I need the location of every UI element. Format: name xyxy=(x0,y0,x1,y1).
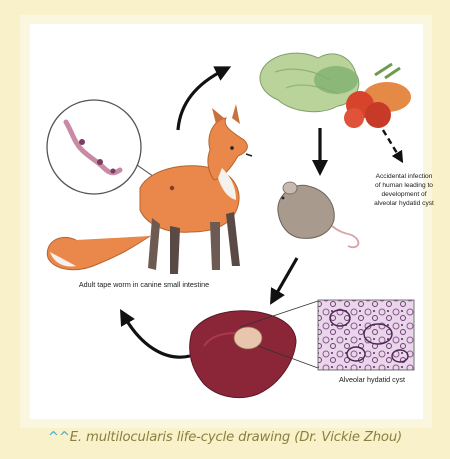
vegetables-illustration xyxy=(260,53,411,128)
mouse-illustration xyxy=(278,182,359,247)
accidental-infection-label: Accidental infection of human leading to… xyxy=(374,173,434,207)
accidental-line-3: development of xyxy=(381,191,426,198)
accidental-line-1: Accidental infection xyxy=(376,173,433,180)
figure-caption: ^^E. multilocularis life-cycle drawing (… xyxy=(0,430,450,445)
liver-illustration xyxy=(190,301,318,398)
caption-text: E. multilocularis life-cycle drawing (Dr… xyxy=(70,430,402,445)
cyst-label: Alveolar hydatid cyst xyxy=(339,375,405,384)
accidental-line-4: alveolar hydatid cyst xyxy=(374,200,434,207)
adult-tapeworm-label: Adult tape worm in canine small intestin… xyxy=(79,280,209,289)
life-cycle-diagram: Accidental infection of human leading to… xyxy=(0,0,450,430)
histology-inset xyxy=(318,300,414,370)
accidental-line-2: of human leading to xyxy=(375,182,433,189)
caption-mark: ^^ xyxy=(48,430,70,445)
